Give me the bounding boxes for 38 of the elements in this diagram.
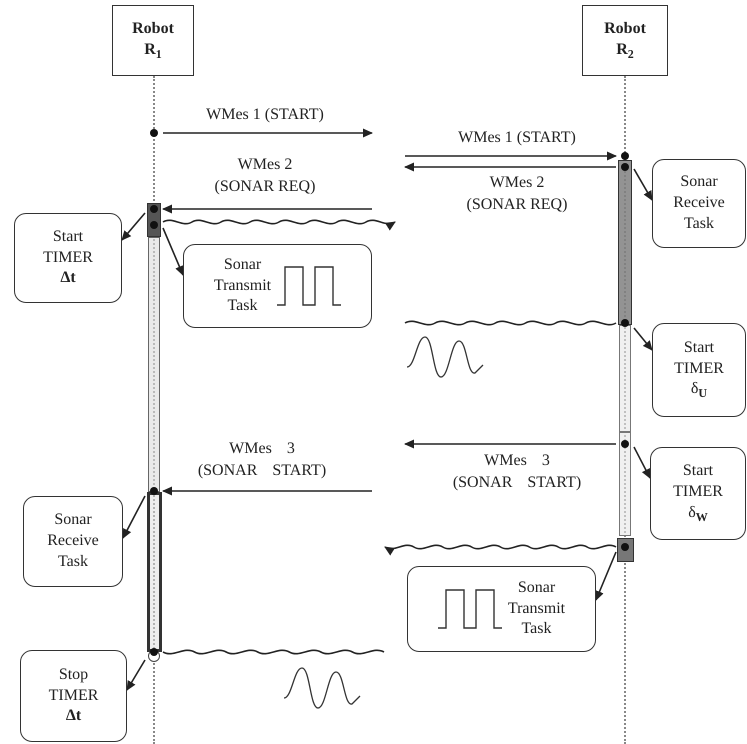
arrow (162, 228, 184, 276)
robot-box (112, 5, 194, 76)
arrow (633, 168, 653, 201)
arrow (633, 446, 651, 479)
node-label: Stop TIMER Δt (48, 664, 98, 726)
node-label: Sonar Transmit Task (508, 578, 566, 640)
task-box (23, 496, 123, 587)
task-box (183, 244, 372, 328)
node-label: Sonar Transmit Task (214, 254, 272, 316)
node-label: Start TIMER δ$_{U}$ (674, 338, 724, 402)
task-box (20, 650, 127, 742)
node-label: Sonar Receive Task (47, 510, 99, 572)
task-box (652, 159, 746, 248)
task-box (407, 566, 596, 652)
robot-box (582, 5, 668, 76)
node-label: Sonar Receive Task (673, 172, 725, 234)
message-arrow (405, 152, 617, 160)
arrow (121, 212, 146, 241)
task-box (652, 323, 746, 417)
node-label: Robot R$_{2}$ (604, 18, 646, 62)
message-arrow (163, 128, 373, 138)
message-arrow (162, 486, 372, 496)
node-label: Start TIMER δ$_{W}$ (673, 461, 723, 526)
node-label: Robot R$_{1}$ (132, 18, 174, 62)
arrow (126, 660, 146, 691)
task-box (650, 447, 746, 540)
task-box (14, 213, 122, 303)
arrow (595, 552, 617, 601)
message-arrow (404, 162, 616, 172)
sonar-wave-arrow (162, 220, 396, 230)
lifeline (145, 76, 163, 744)
message-arrow (404, 440, 616, 448)
node-label: Start TIMER Δt (43, 226, 93, 288)
sonar-wave-arrow (384, 544, 616, 555)
arrow (122, 496, 146, 539)
lifeline (616, 76, 634, 744)
message-arrow (162, 204, 372, 214)
arrow (633, 328, 653, 351)
